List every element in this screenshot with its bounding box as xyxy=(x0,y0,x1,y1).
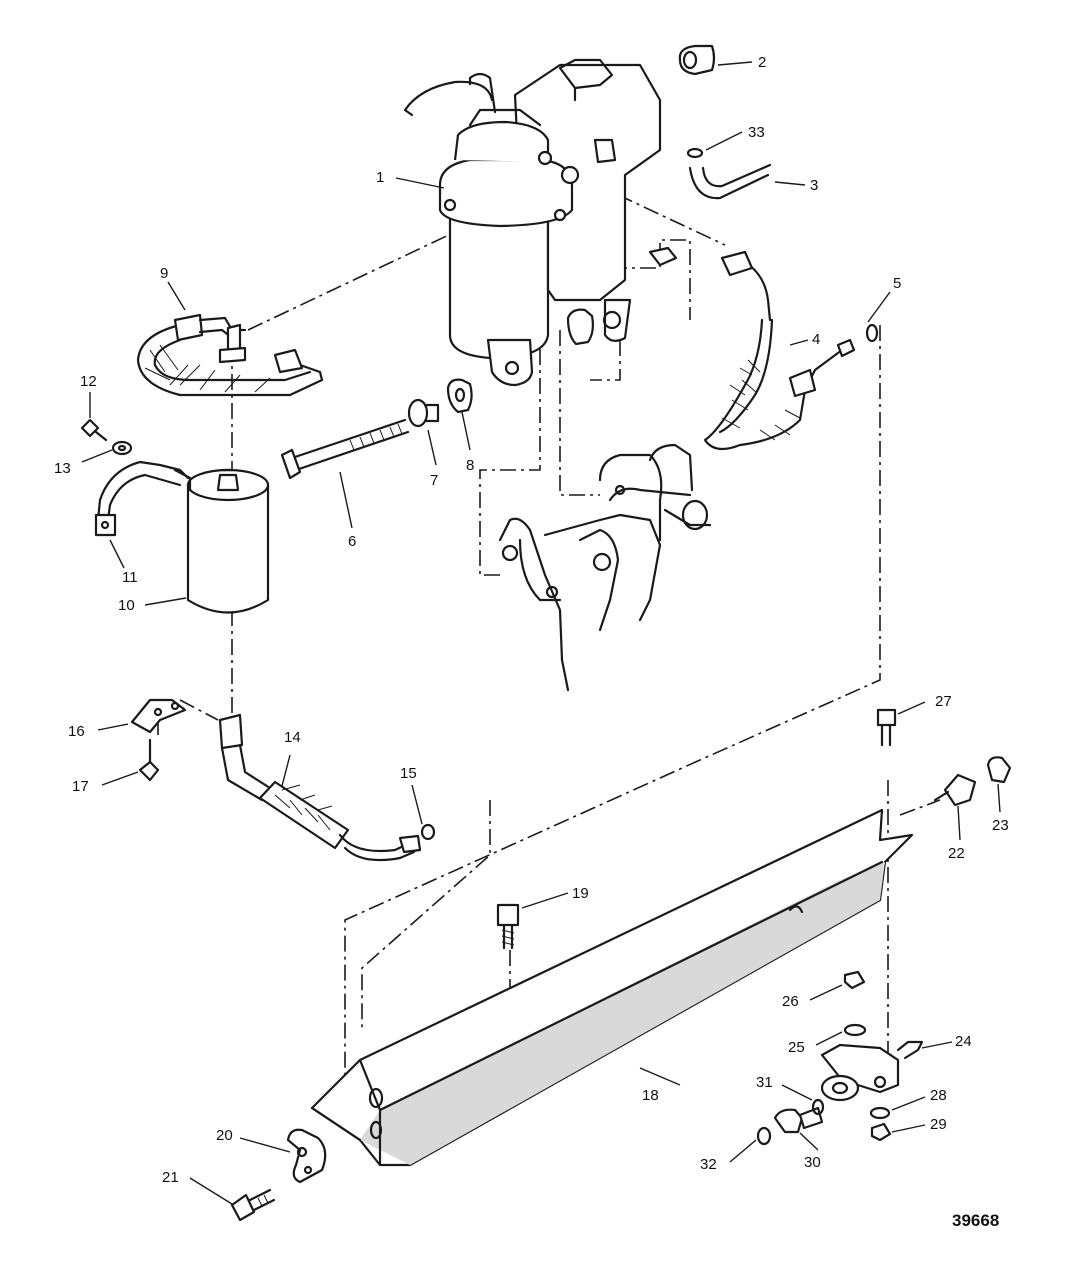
fitting-22 xyxy=(933,773,977,807)
callout-24: 24 xyxy=(955,1033,972,1050)
fuel-rail-cover-18 xyxy=(310,808,914,1167)
callout-25: 25 xyxy=(788,1039,805,1056)
o-ring-25 xyxy=(843,1023,867,1037)
engine-mounting-bracket xyxy=(498,443,712,692)
callout-2: 2 xyxy=(758,54,766,71)
callout-3: 3 xyxy=(810,177,818,194)
spacer-7 xyxy=(407,398,440,428)
o-ring-31 xyxy=(811,1098,825,1116)
callout-30: 30 xyxy=(804,1154,821,1171)
bolt-6 xyxy=(280,418,410,480)
callout-15: 15 xyxy=(400,765,417,782)
callout-28: 28 xyxy=(930,1087,947,1104)
washer-28 xyxy=(869,1106,891,1120)
hose-clamp-33 xyxy=(686,147,704,159)
figure-number: 39668 xyxy=(952,1211,999,1230)
bolt-19 xyxy=(496,903,520,950)
washer-13 xyxy=(111,440,133,456)
callout-21: 21 xyxy=(162,1169,179,1186)
screw-12 xyxy=(80,418,108,442)
cap-23 xyxy=(986,756,1012,784)
callout-11: 11 xyxy=(122,569,138,586)
callout-13: 13 xyxy=(54,460,71,477)
callout-19: 19 xyxy=(572,885,589,902)
fuel-line-9 xyxy=(136,313,324,397)
o-ring-5 xyxy=(865,323,879,343)
leader-lines xyxy=(81,61,1001,1205)
callout-26: 26 xyxy=(782,993,799,1010)
fuel-line-14 xyxy=(218,713,422,862)
callout-23: 23 xyxy=(992,817,1009,834)
bolt-27 xyxy=(876,708,897,747)
fuel-filter-canister-10 xyxy=(186,468,270,614)
callout-4: 4 xyxy=(812,331,820,348)
callout-6: 6 xyxy=(348,533,356,550)
callout-29: 29 xyxy=(930,1116,947,1133)
callout-17: 17 xyxy=(72,778,89,795)
callout-8: 8 xyxy=(466,457,474,474)
nut-29 xyxy=(870,1122,892,1142)
filter-strap-bracket-11 xyxy=(94,460,192,537)
callout-22: 22 xyxy=(948,845,965,862)
callout-16: 16 xyxy=(68,723,85,740)
callout-9: 9 xyxy=(160,265,168,282)
callout-27: 27 xyxy=(935,693,952,710)
callout-33: 33 xyxy=(748,124,765,141)
callout-20: 20 xyxy=(216,1127,233,1144)
callout-10: 10 xyxy=(118,597,135,614)
nut-26 xyxy=(843,970,866,990)
callout-labels: 2 33 1 3 9 5 4 12 13 7 8 6 11 10 27 16 1… xyxy=(54,54,1009,1186)
callout-32: 32 xyxy=(700,1156,717,1173)
callout-18: 18 xyxy=(642,1087,659,1104)
callout-5: 5 xyxy=(893,275,901,292)
screw-17 xyxy=(138,738,160,782)
fitting-30 xyxy=(773,1106,824,1134)
rail-end-bracket-20 xyxy=(286,1128,327,1184)
callout-14: 14 xyxy=(284,729,301,746)
fuel-water-separator xyxy=(403,58,678,387)
fuel-line-4 xyxy=(703,250,856,451)
o-ring-15 xyxy=(420,823,436,841)
grommet-8 xyxy=(446,378,473,414)
pressure-regulator-24 xyxy=(820,1040,924,1102)
line-bracket-16 xyxy=(130,698,187,734)
callout-7: 7 xyxy=(430,472,438,489)
o-ring-32 xyxy=(756,1126,772,1146)
grommet-2 xyxy=(678,44,716,76)
callout-1: 1 xyxy=(376,169,384,186)
callout-12: 12 xyxy=(80,373,97,390)
screw-21 xyxy=(230,1188,276,1222)
callout-31: 31 xyxy=(756,1074,773,1091)
isolator-mount xyxy=(566,308,594,346)
vent-hose-3 xyxy=(688,163,772,200)
